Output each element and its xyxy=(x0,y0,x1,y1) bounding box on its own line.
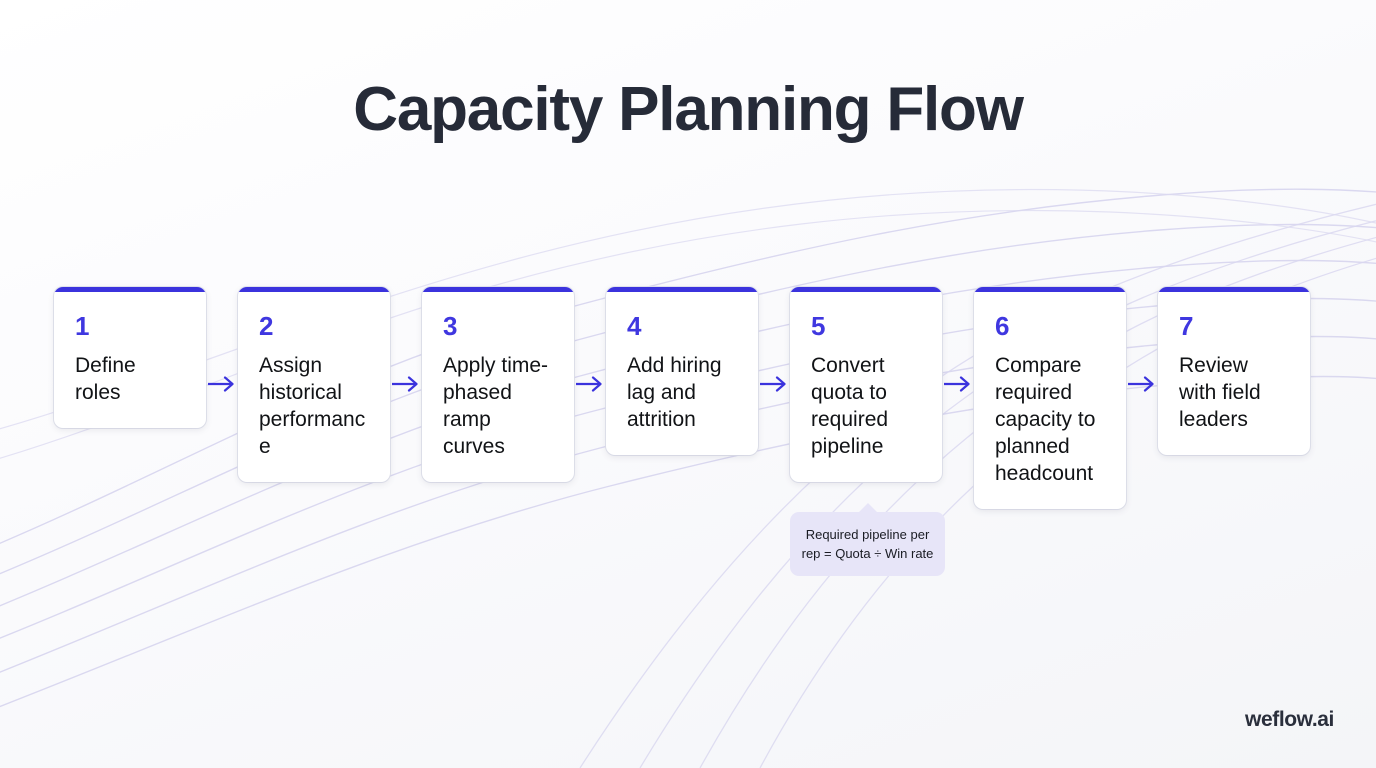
card-accent-bar xyxy=(238,287,390,292)
arrow-right-icon xyxy=(760,376,786,392)
step-label: Apply time-phased ramp curves xyxy=(443,354,549,458)
step-label: Convert quota to required pipeline xyxy=(811,354,889,458)
step-number: 5 xyxy=(811,311,826,341)
connector-6-to-7 xyxy=(1126,287,1158,517)
arrow-right-icon xyxy=(392,376,418,392)
flow-step-3: 3 Apply time-phased ramp curves xyxy=(422,287,574,482)
card-accent-bar xyxy=(974,287,1126,292)
step-card-2[interactable]: 2 Assign historical performance xyxy=(238,287,390,482)
step-label: Assign historical performance xyxy=(259,354,366,458)
card-accent-bar xyxy=(422,287,574,292)
step-label: Define roles xyxy=(75,354,136,404)
card-accent-bar xyxy=(54,287,206,292)
step-card-5[interactable]: 5 Convert quota to required pipeline xyxy=(790,287,942,482)
page-title: Capacity Planning Flow xyxy=(353,75,1024,144)
flow-step-4: 4 Add hiring lag and attrition xyxy=(606,287,758,455)
step-label: Review with field leaders xyxy=(1179,354,1261,431)
step-number: 2 xyxy=(259,311,274,341)
step-number: 4 xyxy=(627,311,642,341)
step-number: 6 xyxy=(995,311,1010,341)
card-accent-bar xyxy=(1158,287,1310,292)
step-number: 7 xyxy=(1179,311,1194,341)
connector-1-to-2 xyxy=(206,287,238,517)
arrow-right-icon xyxy=(944,376,970,392)
arrow-right-icon xyxy=(208,376,234,392)
step-card-3[interactable]: 3 Apply time-phased ramp curves xyxy=(422,287,574,482)
flow-step-2: 2 Assign historical performance xyxy=(238,287,390,482)
connector-3-to-4 xyxy=(574,287,606,517)
step-number: 3 xyxy=(443,311,458,341)
flow-step-1: 1 Define roles xyxy=(54,287,206,428)
step-card-7[interactable]: 7 Review with field leaders xyxy=(1158,287,1310,455)
capacity-planning-flow: 1 Define roles 2 Assign historical perfo… xyxy=(54,287,1322,576)
connector-5-to-6 xyxy=(942,287,974,517)
step-card-4[interactable]: 4 Add hiring lag and attrition xyxy=(606,287,758,455)
flow-step-7: 7 Review with field leaders xyxy=(1158,287,1310,455)
card-accent-bar xyxy=(790,287,942,292)
step-number: 1 xyxy=(75,311,90,341)
connector-4-to-5 xyxy=(758,287,790,517)
arrow-right-icon xyxy=(576,376,602,392)
flow-step-6: 6 Compare required capacity to planned h… xyxy=(974,287,1126,509)
flow-step-5: 5 Convert quota to required pipeline Req… xyxy=(790,287,945,576)
step-card-6[interactable]: 6 Compare required capacity to planned h… xyxy=(974,287,1126,509)
brand-watermark: weflow.ai xyxy=(1245,708,1334,731)
formula-callout: Required pipeline per rep = Quota ÷ Win … xyxy=(790,503,945,576)
arrow-right-icon xyxy=(1128,376,1154,392)
step-card-1[interactable]: 1 Define roles xyxy=(54,287,206,428)
step-label: Compare required capacity to planned hea… xyxy=(995,354,1096,485)
card-accent-bar xyxy=(606,287,758,292)
connector-2-to-3 xyxy=(390,287,422,517)
step-label: Add hiring lag and attrition xyxy=(627,354,722,431)
